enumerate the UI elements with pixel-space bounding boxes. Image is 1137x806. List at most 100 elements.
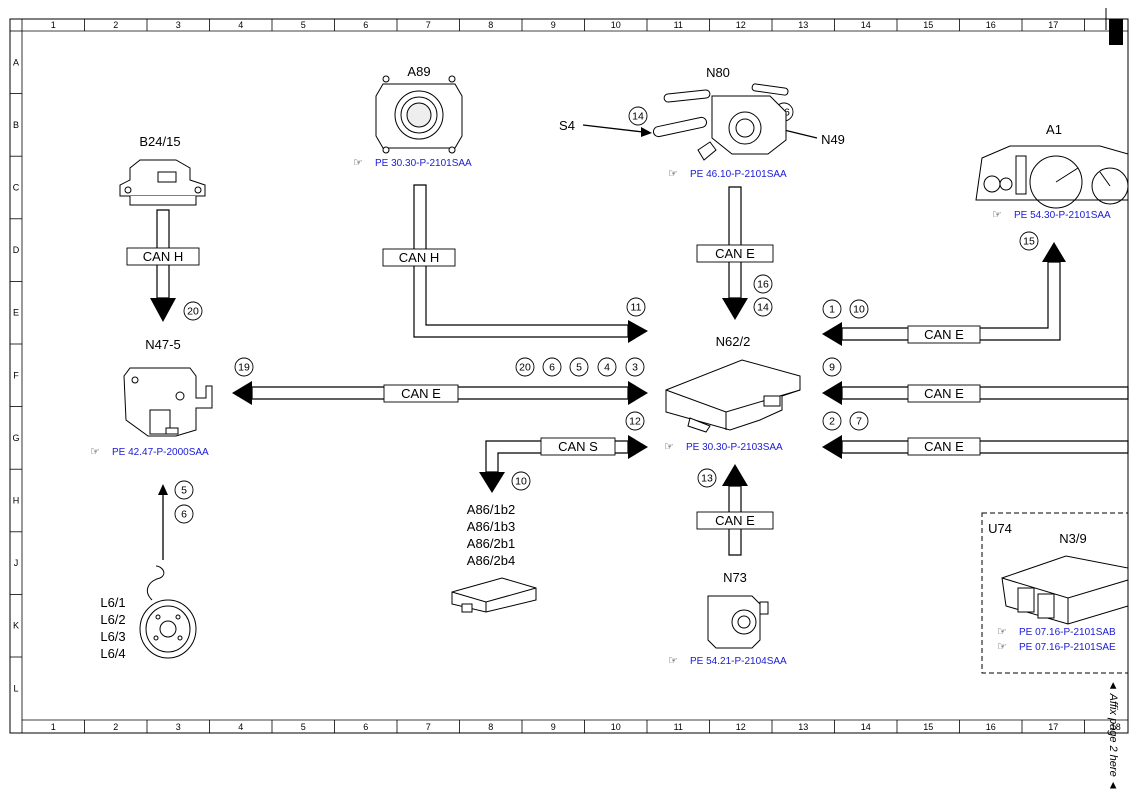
ref-a89[interactable]: ☞ PE 30.30-P-2101SAA [353, 157, 472, 169]
bus-label-a89: CAN H [399, 250, 439, 265]
callout-number: 9 [822, 357, 842, 377]
grid-col-label-top: 11 [674, 20, 683, 30]
grid-col-label-bottom: 16 [986, 722, 996, 732]
ref-a1[interactable]: ☞ PE 54.30-P-2101SAA [992, 209, 1111, 221]
callout-number: 12 [625, 411, 645, 431]
a1-instrument-cluster-drawing [975, 145, 1129, 209]
ref-n73[interactable]: ☞ PE 54.21-P-2104SAA [668, 655, 787, 667]
callout-circle [569, 357, 589, 377]
hand-pointer-icon: ☞ [997, 641, 1007, 653]
callout-circle [174, 480, 194, 500]
callout-number: 19 [234, 357, 254, 377]
callout-number-text: 20 [187, 306, 199, 318]
ref-n80[interactable]: ☞ PE 46.10-P-2101SAA [668, 168, 787, 180]
ref-n39-b[interactable]: ☞ PE 07.16-P-2101SAE [997, 641, 1116, 653]
callout-number-text: 4 [604, 362, 610, 374]
arrowhead-up-a1 [1042, 242, 1066, 262]
callout-number: 7 [849, 411, 869, 431]
bus-box-n73 [696, 511, 774, 530]
callout-circle [511, 471, 531, 491]
callout-number-text: 6 [181, 509, 187, 521]
callout-number: 14 [753, 297, 773, 317]
ref-n62[interactable]: ☞ PE 30.30-P-2103SAA [664, 441, 783, 453]
grid-row-label: J [14, 558, 19, 568]
callout-number: 6 [174, 504, 194, 524]
callout-number: 10 [849, 299, 869, 319]
grid-col-label-bottom: 2 [113, 722, 118, 732]
callout-number: 5 [174, 480, 194, 500]
callout-circle [753, 274, 773, 294]
grid-col-label-bottom: 11 [674, 722, 683, 732]
grid-row-label: D [13, 245, 20, 255]
callout-number: 6 [542, 357, 562, 377]
arrowhead-down-n47 [150, 298, 176, 322]
hand-pointer-icon: ☞ [997, 626, 1007, 638]
grid-row-label: A [13, 57, 19, 67]
bus-box-b24 [126, 247, 200, 266]
ref-n73-text: PE 54.21-P-2104SAA [690, 656, 787, 667]
callout-number: 14 [628, 106, 648, 126]
callout-circle [626, 297, 646, 317]
grid-col-label-bottom: 3 [176, 722, 181, 732]
callout-number-text: 6 [549, 362, 555, 374]
b24-label: B24/15 [139, 134, 180, 149]
ref-n47-text: PE 42.47-P-2000SAA [112, 447, 209, 458]
arrowhead-down-a86 [479, 472, 505, 493]
grid-col-label-bottom: 18 [1111, 722, 1121, 732]
arrow-n49-shaft [783, 129, 818, 139]
callout-circle [1019, 231, 1039, 251]
grid-col-label-bottom: 13 [798, 722, 808, 732]
l6-label-3: L6/3 [100, 629, 125, 644]
callout-circle [542, 357, 562, 377]
callout-number: 5 [569, 357, 589, 377]
arrowhead-left-right-mid [822, 381, 842, 405]
bus-label-b24: CAN H [143, 249, 183, 264]
a89-steering-module-drawing [375, 75, 463, 154]
bus-box-n47 [383, 384, 459, 403]
bus-box-right-mid [907, 384, 981, 403]
a86-label-1: A86/1b2 [467, 502, 515, 517]
grid-columns: 1122334455667788991010111112121313141415… [21, 19, 1121, 733]
callout-number-text: 12 [629, 416, 641, 428]
grid-col-label-bottom: 17 [1048, 722, 1058, 732]
ref-a89-text: PE 30.30-P-2101SAA [375, 158, 472, 169]
wire-right-mid [841, 386, 1129, 400]
hand-pointer-icon: ☞ [664, 441, 674, 453]
callout-circle [697, 468, 717, 488]
grid-col-label-top: 1 [51, 20, 56, 30]
ref-n62-text: PE 30.30-P-2103SAA [686, 442, 783, 453]
callout-number: 11 [626, 297, 646, 317]
bus-label-n47: CAN E [401, 386, 441, 401]
grid-col-label-bottom: 14 [861, 722, 871, 732]
l6-labels: L6/1 L6/2 L6/3 L6/4 [100, 595, 125, 661]
ref-a1-text: PE 54.30-P-2101SAA [1014, 210, 1111, 221]
ref-n39-a-text: PE 07.16-P-2101SAB [1019, 627, 1116, 638]
n62-control-unit-drawing [665, 359, 801, 433]
grid-row-label: C [13, 183, 20, 193]
l6-label-2: L6/2 [100, 612, 125, 627]
ref-n39-a[interactable]: ☞ PE 07.16-P-2101SAB [997, 626, 1116, 638]
hand-pointer-icon: ☞ [353, 157, 363, 169]
ref-n47[interactable]: ☞ PE 42.47-P-2000SAA [90, 446, 209, 458]
callout-circle [183, 301, 203, 321]
a86-label-3: A86/2b1 [467, 536, 515, 551]
u74-label: U74 [988, 521, 1012, 536]
grid-row-label: B [13, 120, 19, 130]
n80-label: N80 [706, 65, 730, 80]
grid-row-label: H [13, 496, 20, 506]
grid-col-label-bottom: 15 [923, 722, 933, 732]
grid-col-label-bottom: 4 [238, 722, 243, 732]
arrowhead-left-n47 [232, 381, 252, 405]
grid-row-label: E [13, 308, 19, 318]
bus-label-a1: CAN E [924, 327, 964, 342]
n47-label: N47-5 [145, 337, 180, 352]
number-circles: 141620151614111101920654391227101356 [174, 102, 1039, 524]
grid-col-label-bottom: 7 [426, 722, 431, 732]
wire-n80-n62 [728, 186, 742, 299]
grid-col-label-top: 10 [611, 20, 621, 30]
callout-number-text: 14 [632, 111, 644, 123]
callout-number: 20 [183, 301, 203, 321]
callout-circle [234, 357, 254, 377]
